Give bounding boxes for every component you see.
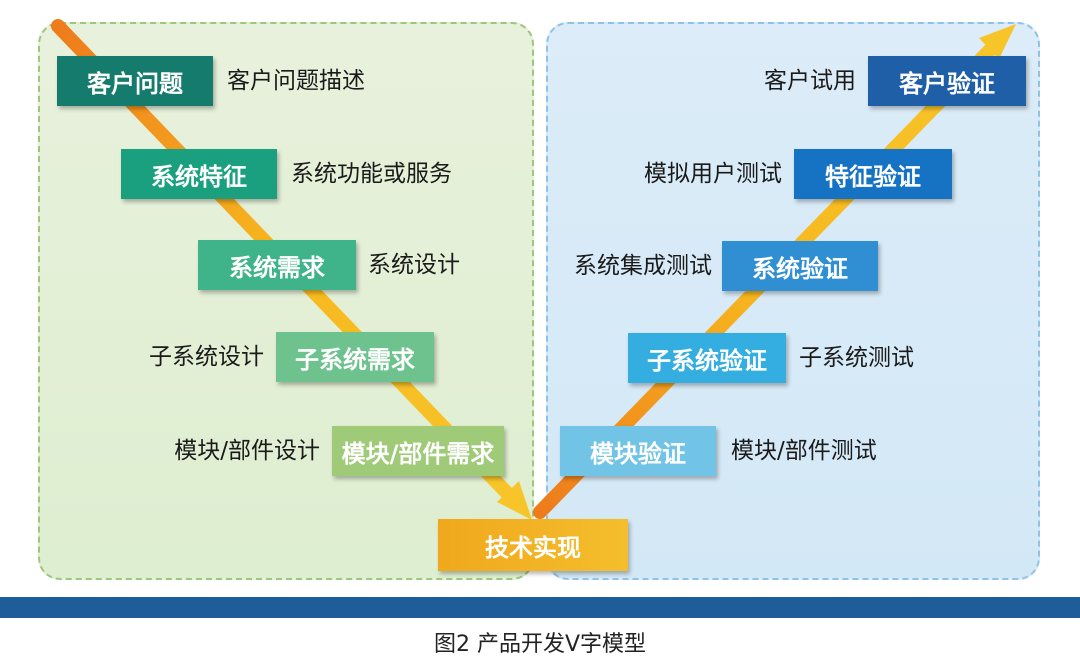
label-customer-trial: 客户试用 bbox=[764, 68, 856, 94]
label-module-test: 模块/部件测试 bbox=[731, 438, 877, 464]
box-feature-verification: 特征验证 bbox=[794, 149, 952, 199]
box-system-verification: 系统验证 bbox=[722, 241, 878, 291]
right-arrow-head bbox=[979, 24, 1016, 59]
box-subsystem-requirements: 子系统需求 bbox=[276, 332, 434, 382]
box-module-requirements: 模块/部件需求 bbox=[332, 426, 504, 476]
label-simulated-user-test: 模拟用户测试 bbox=[644, 161, 782, 187]
box-customer-verification: 客户验证 bbox=[868, 56, 1026, 106]
label-system-functions-services: 系统功能或服务 bbox=[291, 161, 452, 187]
box-subsystem-verification: 子系统验证 bbox=[628, 333, 786, 383]
left-arrow-head bbox=[497, 481, 532, 520]
label-subsystem-design: 子系统设计 bbox=[149, 344, 264, 370]
box-technical-implementation: 技术实现 bbox=[438, 519, 628, 571]
footer-bar bbox=[0, 597, 1080, 618]
label-system-integration-test: 系统集成测试 bbox=[574, 253, 712, 279]
figure-caption: 图2 产品开发V字模型 bbox=[433, 632, 647, 657]
label-system-design: 系统设计 bbox=[368, 252, 460, 278]
box-customer-problem: 客户问题 bbox=[57, 56, 213, 106]
label-subsystem-test: 子系统测试 bbox=[799, 345, 914, 371]
label-module-design: 模块/部件设计 bbox=[174, 438, 320, 464]
verification-phase-panel bbox=[546, 22, 1040, 580]
box-module-verification: 模块验证 bbox=[560, 426, 716, 476]
design-phase-panel bbox=[38, 22, 534, 580]
box-system-requirements: 系统需求 bbox=[198, 240, 356, 290]
label-customer-problem-description: 客户问题描述 bbox=[227, 68, 365, 94]
box-system-features: 系统特征 bbox=[121, 149, 277, 199]
